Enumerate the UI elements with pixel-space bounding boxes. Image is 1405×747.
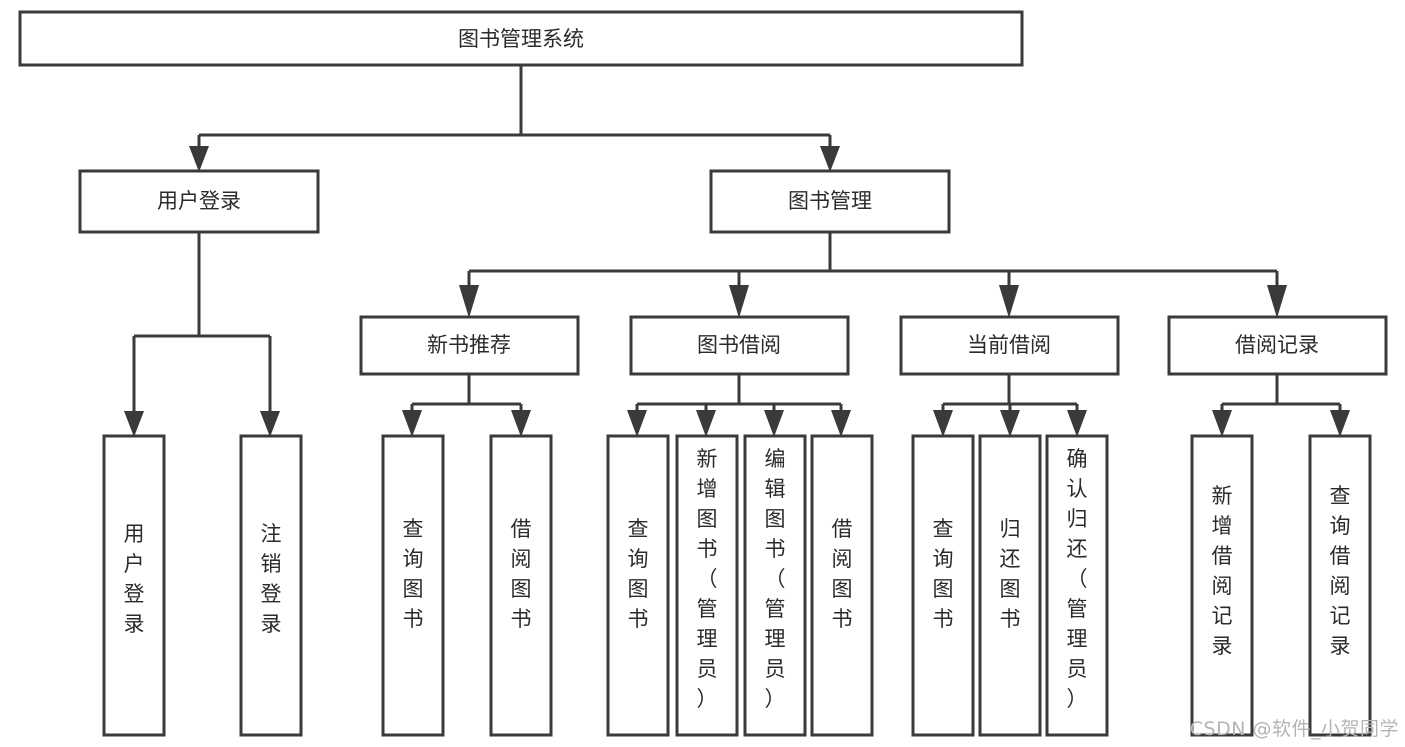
node-new-book-recommend[interactable]: 新书推荐 bbox=[359, 315, 580, 376]
leaf-label: 查询图书 bbox=[628, 517, 649, 631]
arrow-icon bbox=[260, 411, 280, 437]
node-label-user-login: 用户登录 bbox=[157, 189, 241, 213]
node-box bbox=[18, 10, 1024, 67]
node-box bbox=[1045, 434, 1109, 737]
arrow-icon bbox=[189, 146, 209, 172]
leaf-label: 借阅图书 bbox=[511, 517, 532, 631]
leaf-node-user-login-login[interactable]: 用户登录 bbox=[102, 434, 166, 737]
arrow-icon bbox=[459, 285, 479, 318]
arrow-icon bbox=[1330, 410, 1350, 437]
leaf-node-user-login-logout[interactable]: 注销登录 bbox=[239, 434, 303, 737]
arrow-icon bbox=[696, 410, 716, 437]
node-user-login[interactable]: 用户登录 bbox=[78, 169, 320, 234]
node-root-system[interactable]: 图书管理系统 bbox=[18, 10, 1024, 67]
arrowhead-layer bbox=[124, 146, 1350, 437]
leaf-label: 新增图书（管理员） bbox=[697, 447, 718, 711]
leaf-label: 编辑图书（管理员） bbox=[765, 447, 786, 711]
node-box bbox=[102, 434, 166, 737]
arrow-icon bbox=[999, 285, 1019, 318]
node-box bbox=[810, 434, 874, 737]
node-book-borrow[interactable]: 图书借阅 bbox=[629, 315, 850, 376]
leaf-label: 归还图书 bbox=[1000, 517, 1021, 631]
leaf-label: 确认归还（管理员） bbox=[1067, 447, 1088, 711]
leaf-node-borrow-record-query[interactable]: 查询借阅记录 bbox=[1308, 434, 1372, 737]
leaf-node-book-borrow-query[interactable]: 查询图书 bbox=[606, 434, 670, 737]
leaf-node-current-borrow-confirm[interactable]: 确认归还（管理员） bbox=[1045, 434, 1109, 737]
node-box bbox=[489, 434, 553, 737]
node-box bbox=[675, 434, 739, 737]
node-label-new-book-recommend: 新书推荐 bbox=[427, 333, 511, 357]
leaf-label: 查询图书 bbox=[933, 517, 954, 631]
node-box bbox=[239, 434, 303, 737]
node-borrow-record[interactable]: 借阅记录 bbox=[1167, 315, 1388, 376]
node-box bbox=[911, 434, 975, 737]
arrow-icon bbox=[402, 410, 422, 437]
node-label-book-management: 图书管理 bbox=[788, 189, 872, 213]
node-box bbox=[359, 315, 580, 376]
node-box bbox=[78, 169, 320, 234]
arrow-icon bbox=[820, 146, 840, 172]
leaf-node-new-book-query[interactable]: 查询图书 bbox=[381, 434, 445, 737]
arrow-icon bbox=[729, 285, 749, 318]
leaf-label: 新增借阅记录 bbox=[1212, 484, 1233, 658]
node-box bbox=[1190, 434, 1254, 737]
node-box bbox=[709, 169, 951, 234]
leaf-node-current-borrow-query[interactable]: 查询图书 bbox=[911, 434, 975, 737]
node-box bbox=[1308, 434, 1372, 737]
leaf-node-book-borrow-add[interactable]: 新增图书（管理员） bbox=[675, 434, 739, 737]
node-box bbox=[978, 434, 1042, 737]
leaf-layer: 用户登录 注销登录 查询图书 借阅图书 查询图书 新增图书 bbox=[102, 434, 1372, 737]
node-book-management[interactable]: 图书管理 bbox=[709, 169, 951, 234]
node-box bbox=[743, 434, 807, 737]
node-box bbox=[899, 315, 1120, 376]
arrow-icon bbox=[627, 410, 647, 437]
leaf-label: 注销登录 bbox=[261, 522, 282, 636]
arrow-icon bbox=[831, 410, 851, 437]
node-current-borrow[interactable]: 当前借阅 bbox=[899, 315, 1120, 376]
node-label-current-borrow: 当前借阅 bbox=[967, 333, 1051, 357]
arrow-icon bbox=[511, 410, 531, 437]
node-label-book-borrow: 图书借阅 bbox=[697, 333, 781, 357]
node-box bbox=[629, 315, 850, 376]
leaf-label: 查询图书 bbox=[403, 517, 424, 631]
arrow-icon bbox=[1000, 410, 1020, 437]
arrow-icon bbox=[124, 411, 144, 437]
leaf-node-book-borrow-borrow[interactable]: 借阅图书 bbox=[810, 434, 874, 737]
leaf-label: 用户登录 bbox=[124, 522, 145, 636]
node-box bbox=[606, 434, 670, 737]
node-label-borrow-record: 借阅记录 bbox=[1235, 333, 1319, 357]
arrow-icon bbox=[1212, 410, 1232, 437]
node-label-root: 图书管理系统 bbox=[458, 27, 584, 51]
leaf-node-new-book-borrow[interactable]: 借阅图书 bbox=[489, 434, 553, 737]
leaf-label: 借阅图书 bbox=[832, 517, 853, 631]
arrow-icon bbox=[1267, 285, 1287, 318]
node-box bbox=[1167, 315, 1388, 376]
leaf-node-current-borrow-return[interactable]: 归还图书 bbox=[978, 434, 1042, 737]
arrow-icon bbox=[764, 410, 784, 437]
leaf-node-borrow-record-add[interactable]: 新增借阅记录 bbox=[1190, 434, 1254, 737]
leaf-label: 查询借阅记录 bbox=[1330, 484, 1351, 658]
arrow-icon bbox=[933, 410, 953, 437]
node-box bbox=[381, 434, 445, 737]
arrow-icon bbox=[1067, 410, 1087, 437]
leaf-node-book-borrow-edit[interactable]: 编辑图书（管理员） bbox=[743, 434, 807, 737]
